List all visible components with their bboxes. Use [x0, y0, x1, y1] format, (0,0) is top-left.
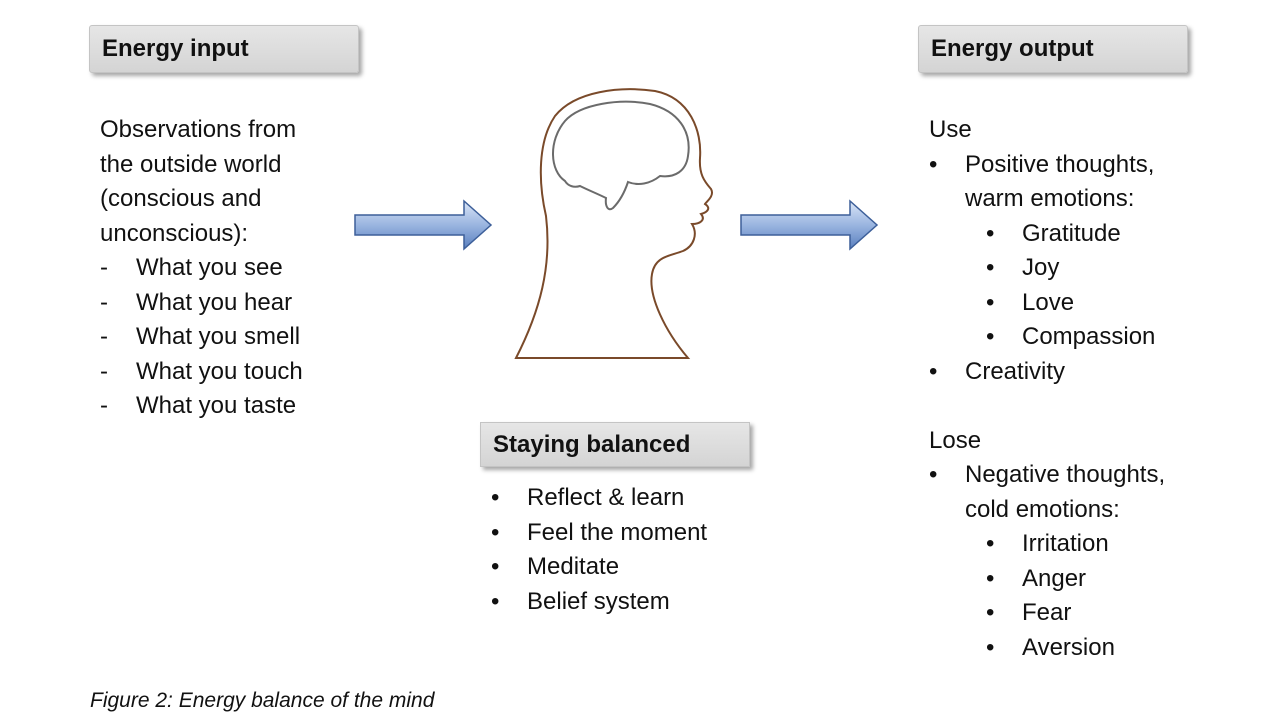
- use-other-label: Creativity: [965, 357, 1066, 385]
- balance-item-label: Reflect & learn: [527, 484, 685, 511]
- balance-item: • Feel the moment: [491, 516, 707, 551]
- figure-caption: Figure 2: Energy balance of the mind: [90, 689, 435, 712]
- right-arrow-icon: [740, 199, 879, 251]
- dash-marker: -: [100, 357, 108, 385]
- output-group-item: • Positive thoughts,: [929, 148, 1165, 183]
- balance-item: • Belief system: [491, 585, 707, 620]
- dash-marker: -: [100, 392, 108, 419]
- emotion-label: Joy: [1022, 254, 1060, 281]
- bullet-marker: •: [986, 323, 995, 350]
- dash-marker: -: [100, 288, 108, 316]
- energy-output-title: Energy output: [931, 35, 1094, 62]
- energy-output-header: Energy output: [918, 25, 1188, 73]
- input-item: -What you touch: [100, 355, 303, 390]
- dash-marker: -: [100, 323, 108, 350]
- bullet-marker: •: [491, 518, 500, 546]
- emotion-label: Gratitude: [1022, 219, 1121, 247]
- energy-input-header: Energy input: [89, 25, 359, 73]
- use-group-line: Positive thoughts,: [965, 150, 1155, 178]
- bullet-marker: •: [929, 357, 938, 385]
- bullet-marker: •: [929, 461, 938, 488]
- bullet-marker: •: [986, 633, 995, 661]
- input-intro-line: Observations from: [100, 116, 297, 143]
- bullet-marker: •: [986, 254, 995, 281]
- bullet-marker: •: [986, 564, 995, 592]
- staying-balanced-title: Staying balanced: [493, 430, 691, 458]
- input-item-label: What you hear: [136, 288, 293, 316]
- bullet-marker: •: [491, 484, 500, 511]
- staying-balanced-list: • Reflect & learn • Feel the moment • Medit…: [491, 481, 707, 619]
- spacer: [929, 389, 1165, 424]
- input-item: - What you taste: [100, 389, 303, 424]
- emotion-item: • Fear: [929, 596, 1165, 631]
- input-intro-line: the outside world: [100, 150, 282, 178]
- staying-balanced-header: Staying balanced: [480, 422, 750, 467]
- head-outline: [514, 88, 713, 359]
- lose-label: Lose: [929, 426, 982, 454]
- bullet-marker: •: [986, 599, 995, 626]
- emotion-item: • Aversion: [929, 631, 1165, 666]
- emotion-item: • Anger: [929, 562, 1165, 597]
- energy-input-title: Energy input: [102, 35, 249, 62]
- energy-output-list: Use • Positive thoughts, warm emotions: •…: [929, 113, 1165, 665]
- bullet-marker: •: [986, 530, 995, 557]
- input-item-label: What you smell: [136, 323, 301, 350]
- input-item: -What you hear: [100, 286, 303, 321]
- use-group-line: warm emotions:: [965, 185, 1135, 212]
- balance-item: • Meditate: [491, 550, 707, 585]
- output-group-item: • Creativity: [929, 355, 1165, 390]
- emotion-item: • Love: [929, 286, 1165, 321]
- bullet-marker: •: [929, 150, 938, 178]
- balance-item: • Reflect & learn: [491, 481, 707, 516]
- input-item-label: What you taste: [136, 392, 297, 419]
- input-item: - What you see: [100, 251, 303, 286]
- balance-item-label: Belief system: [527, 587, 670, 615]
- bullet-marker: •: [491, 553, 500, 580]
- emotion-label: Fear: [1022, 599, 1072, 626]
- brain-icon: [552, 100, 690, 211]
- right-arrow-icon: [354, 199, 493, 251]
- lose-group-line: cold emotions:: [965, 495, 1120, 523]
- balance-item-label: Meditate: [527, 553, 620, 580]
- lose-group-line: Negative thoughts,: [965, 461, 1166, 488]
- emotion-label: Irritation: [1022, 530, 1109, 557]
- energy-input-list: Observations from the outside world (con…: [100, 113, 303, 424]
- bullet-marker: •: [491, 587, 500, 615]
- emotion-item: • Joy: [929, 251, 1165, 286]
- input-item: - What you smell: [100, 320, 303, 355]
- head-profile-icon: [514, 88, 713, 359]
- emotion-label: Love: [1022, 288, 1075, 316]
- emotion-item: • Compassion: [929, 320, 1165, 355]
- bullet-marker: •: [986, 288, 995, 316]
- input-item-label: What you touch: [136, 357, 303, 385]
- emotion-item: • Gratitude: [929, 217, 1165, 252]
- balance-item-label: Feel the moment: [527, 518, 708, 546]
- input-item-label: What you see: [136, 254, 283, 281]
- input-intro-line: unconscious):: [100, 219, 249, 247]
- emotion-item: • Irritation: [929, 527, 1165, 562]
- emotion-label: Anger: [1022, 564, 1087, 592]
- emotion-label: Compassion: [1022, 323, 1156, 350]
- use-label: Use: [929, 116, 972, 143]
- output-group-item: • Negative thoughts,: [929, 458, 1165, 493]
- bullet-marker: •: [986, 219, 995, 247]
- input-intro-line: (conscious and: [100, 185, 262, 212]
- emotion-label: Aversion: [1022, 633, 1115, 661]
- dash-marker: -: [100, 254, 108, 281]
